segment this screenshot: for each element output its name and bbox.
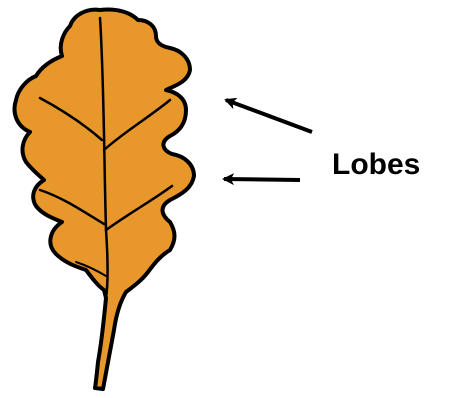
upper-lobe-arrow	[226, 100, 312, 132]
lobes-label: Lobes	[332, 150, 420, 180]
lower-lobe-arrow	[224, 179, 300, 180]
